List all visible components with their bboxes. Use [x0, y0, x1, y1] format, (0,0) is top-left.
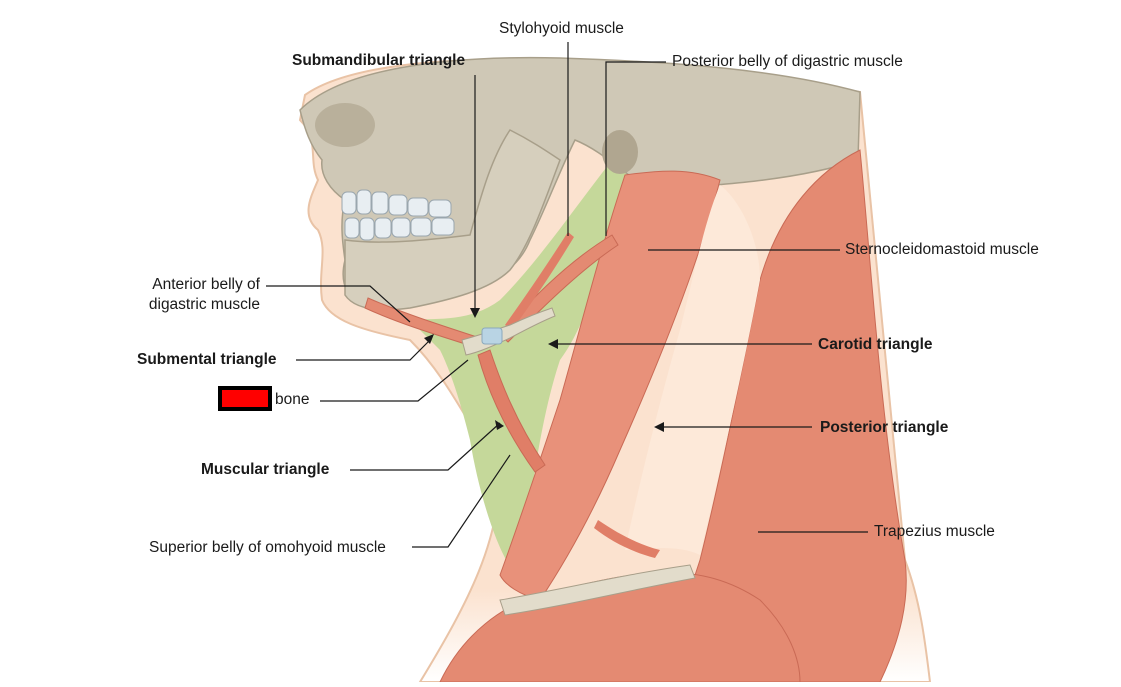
label-stylohyoid-muscle: Stylohyoid muscle [499, 20, 624, 37]
label-posterior-triangle: Posterior triangle [820, 419, 949, 436]
mandible [344, 129, 561, 311]
label-anterior-digastric-line2: digastric muscle [148, 296, 260, 313]
omohyoid-muscle [477, 349, 546, 473]
label-superior-omohyoid-muscle: Superior belly of omohyoid muscle [149, 539, 386, 556]
label-submandibular-triangle: Submandibular triangle [292, 52, 466, 69]
teeth [341, 189, 455, 241]
clavicle [499, 564, 696, 616]
posterior-triangle-region [625, 185, 760, 555]
stylohyoid-muscle [505, 232, 574, 330]
label-bone: bone [275, 391, 310, 408]
mastoid [602, 130, 638, 174]
label-trapezius-muscle: Trapezius muscle [874, 523, 995, 540]
omohyoid-inferior-belly [594, 520, 660, 558]
leader-lines [266, 42, 868, 548]
hyoid-tendon [481, 327, 503, 345]
label-submental-triangle: Submental triangle [137, 351, 277, 368]
label-anterior-digastric-line1: Anterior belly of [152, 276, 260, 293]
redaction-box-icon [218, 386, 272, 411]
orbit-shadow [315, 103, 375, 147]
label-carotid-triangle: Carotid triangle [818, 336, 933, 353]
label-muscular-triangle: Muscular triangle [201, 461, 330, 478]
arrowheads [424, 308, 664, 432]
label-sternocleidomastoid-muscle: Sternocleidomastoid muscle [845, 241, 1039, 258]
label-posterior-digastric-muscle: Posterior belly of digastric muscle [672, 53, 903, 70]
